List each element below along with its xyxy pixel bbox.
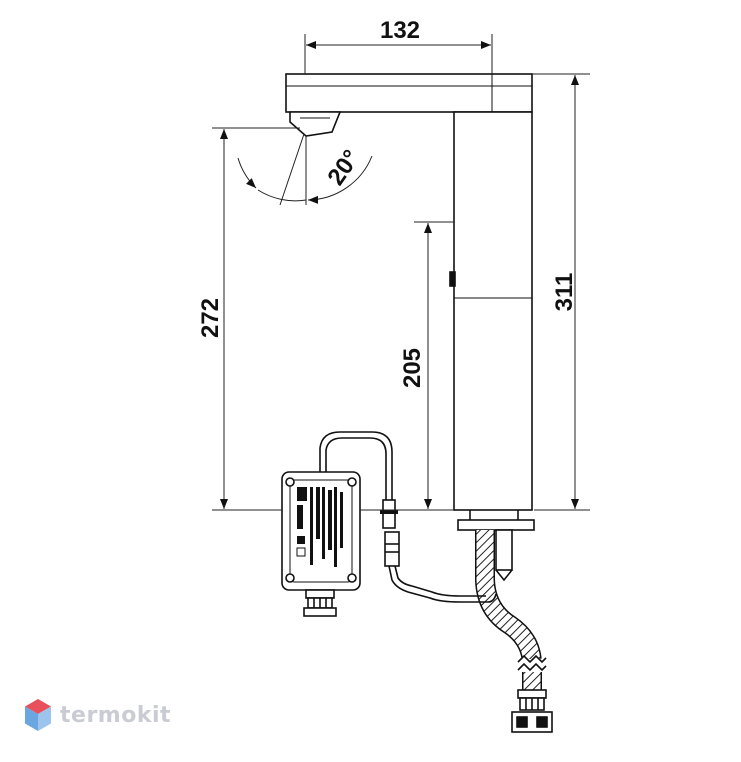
fixing-stud [495, 529, 513, 571]
angle-20-label: 20° [322, 145, 365, 190]
dim-132-label: 132 [380, 17, 420, 44]
spout-arm [285, 73, 533, 113]
angle-jet-line [279, 133, 305, 206]
sensor-cable [319, 431, 497, 603]
cable-gland [303, 589, 337, 617]
screw-icon [285, 573, 295, 583]
dim-205-label: 205 [399, 348, 426, 388]
screw-icon [285, 477, 295, 487]
hose-connector-nut [511, 689, 553, 733]
hose-break-symbol [517, 654, 547, 672]
faucet-body [285, 73, 535, 582]
aerator-nozzle [289, 111, 342, 137]
screw-icon [347, 477, 357, 487]
brand-name: termokit [60, 702, 172, 728]
hexagon-logo-icon [25, 699, 51, 731]
control-box [281, 471, 361, 617]
sensor-window [449, 271, 456, 287]
brand-watermark: termokit [24, 698, 171, 732]
dim-272-label: 272 [197, 298, 224, 338]
screw-icon [347, 573, 357, 583]
base-flange [457, 519, 535, 531]
dim-311-label: 311 [551, 273, 578, 312]
cable-socket [384, 531, 400, 567]
control-box-label [296, 487, 343, 567]
faucet-column [453, 111, 533, 511]
dimension-lines [212, 34, 590, 511]
angle-arc [237, 157, 257, 189]
water-hose [475, 530, 553, 733]
